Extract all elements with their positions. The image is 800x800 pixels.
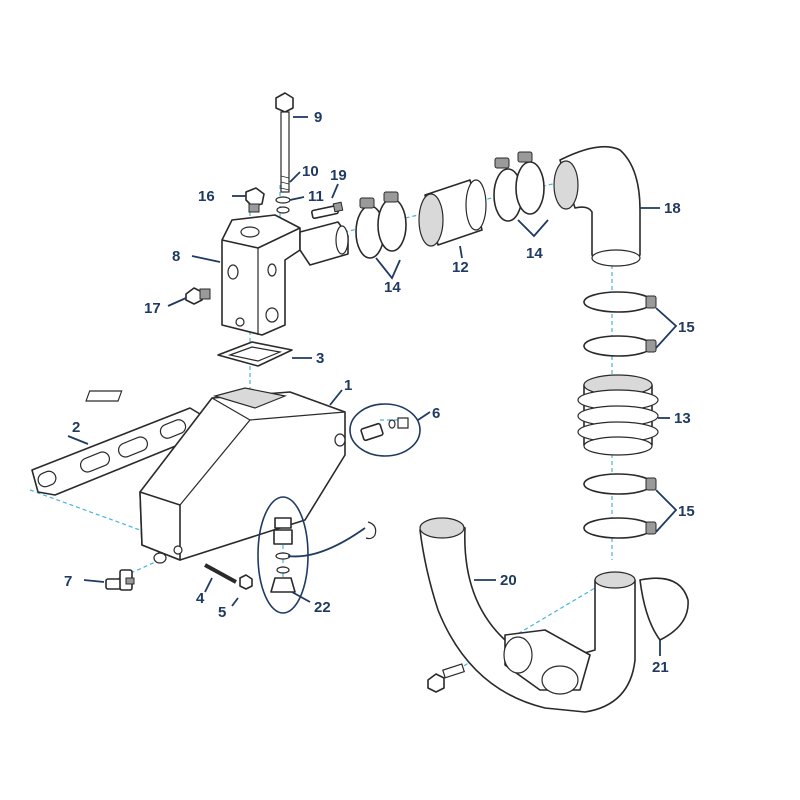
callout-13: 13 xyxy=(674,410,691,427)
exhaust-pipe xyxy=(419,517,636,713)
manifold-gasket xyxy=(31,407,211,496)
callout-1: 1 xyxy=(344,377,352,394)
callout-labels: 1 2 3 4 5 6 7 8 9 10 11 12 13 14 14 15 1… xyxy=(64,109,695,676)
elbow-fitting xyxy=(105,569,135,591)
callout-19: 19 xyxy=(330,167,347,184)
leader-lines xyxy=(67,116,678,656)
callout-2: 2 xyxy=(72,419,80,436)
callout-14-left: 14 xyxy=(384,279,401,296)
exhaust-elbow xyxy=(553,145,641,267)
drain-plug-set xyxy=(257,496,377,614)
callout-18: 18 xyxy=(664,200,681,217)
callout-17: 17 xyxy=(144,300,161,317)
washer xyxy=(275,196,291,204)
temperature-sensor xyxy=(311,201,344,220)
callout-22: 22 xyxy=(314,599,331,616)
hose-clamps-left xyxy=(355,191,407,259)
callout-11: 11 xyxy=(308,188,324,205)
exhaust-manifold xyxy=(85,387,346,564)
callout-20: 20 xyxy=(500,572,517,589)
callout-21: 21 xyxy=(652,659,669,676)
flapper-valve xyxy=(639,577,689,641)
callout-14-right: 14 xyxy=(526,245,543,262)
hose-clamps-lower xyxy=(583,473,657,539)
long-bolt xyxy=(275,92,294,193)
hose-clamps-upper xyxy=(583,291,657,357)
callout-16: 16 xyxy=(198,188,215,205)
plug-16 xyxy=(245,187,265,213)
callout-7: 7 xyxy=(64,573,72,590)
callout-15-upper: 15 xyxy=(678,319,695,336)
flange-gasket xyxy=(217,341,293,367)
callout-15-lower: 15 xyxy=(678,503,695,520)
bellows-coupler xyxy=(577,374,659,456)
stud-and-nut xyxy=(204,563,253,590)
callout-4: 4 xyxy=(196,590,205,607)
callout-5: 5 xyxy=(218,604,226,621)
plug-17 xyxy=(185,287,211,305)
callout-12: 12 xyxy=(452,259,469,276)
callout-3: 3 xyxy=(316,350,324,367)
callout-6: 6 xyxy=(432,405,440,422)
callout-9: 9 xyxy=(314,109,322,126)
hose-coupling xyxy=(418,179,487,247)
pipe-bolt xyxy=(427,663,466,693)
riser-block xyxy=(221,214,349,336)
hose-clamps-right xyxy=(493,151,545,222)
callout-10: 10 xyxy=(302,163,319,180)
callout-8: 8 xyxy=(172,248,180,265)
o-ring xyxy=(276,206,290,214)
drain-fitting xyxy=(349,403,421,457)
